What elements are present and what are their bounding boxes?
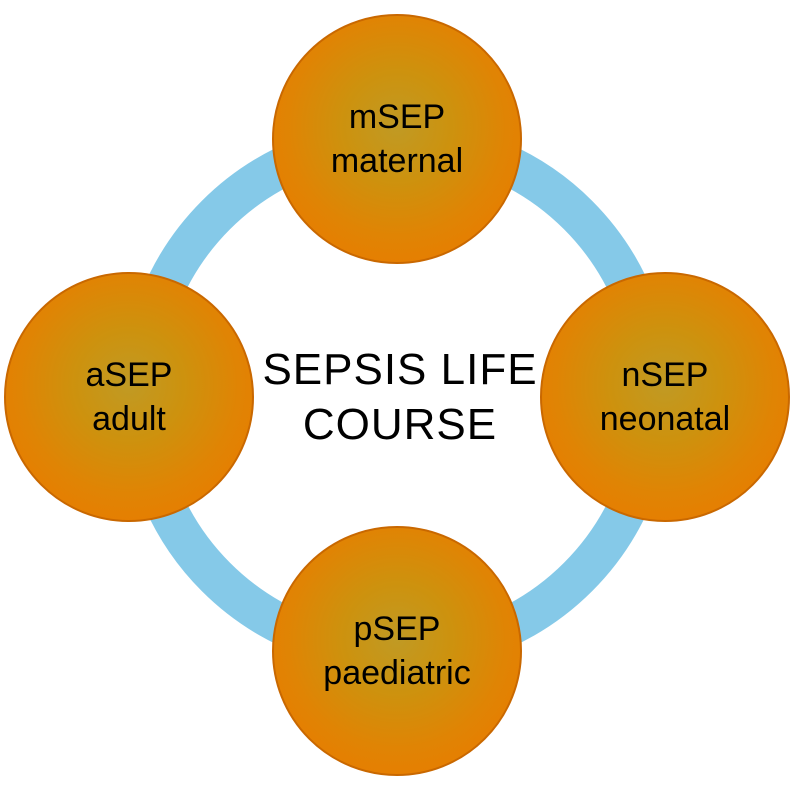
diagram-title-line2: COURSE [302, 400, 498, 449]
diagram-title: SEPSIS LIFE COURSE [0, 342, 800, 452]
node-asep-adult: aSEP adult [4, 272, 254, 522]
node-psep-paediatric: pSEP paediatric [272, 526, 522, 776]
node-abbr: aSEP [85, 355, 173, 394]
node-abbr: nSEP [621, 355, 709, 394]
node-label: maternal [330, 142, 464, 180]
diagram-title-line1: SEPSIS LIFE [262, 345, 538, 394]
node-label: paediatric [323, 654, 471, 692]
node-label: neonatal [599, 400, 731, 438]
node-label: adult [92, 400, 166, 438]
node-nsep-neonatal: nSEP neonatal [540, 272, 790, 522]
node-abbr: mSEP [348, 97, 446, 136]
node-msep-maternal: mSEP maternal [272, 14, 522, 264]
node-abbr: pSEP [353, 609, 441, 648]
